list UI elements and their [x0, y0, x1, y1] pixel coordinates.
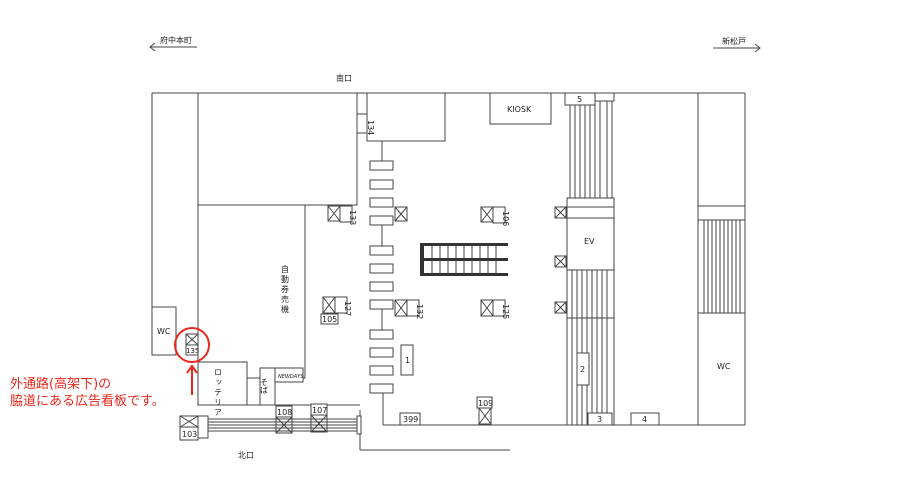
office-block: [366, 92, 446, 142]
x-mark-icon: [322, 296, 336, 314]
ad-105-label: 105: [322, 315, 337, 324]
ad-132[interactable]: [406, 299, 420, 317]
x-mark-icon: [394, 299, 408, 317]
ad-135[interactable]: [185, 344, 199, 356]
ad-108-label: 108: [277, 408, 292, 417]
ad-107-label: 107: [312, 406, 327, 415]
wc-right-label: WC: [717, 362, 731, 371]
fare-gates: [369, 160, 394, 394]
building-block: [197, 92, 358, 206]
lotteria-label: ロッテリア: [214, 368, 223, 418]
ad-134[interactable]: [356, 113, 368, 134]
highlight-circle: [174, 327, 210, 363]
annotation-line-2: 脇道にある広告看板です。: [10, 393, 165, 409]
newdays[interactable]: [274, 367, 304, 383]
soba-label: そば: [260, 378, 269, 394]
x-mark-icon: [394, 206, 408, 222]
kiosk-label: KIOSK: [507, 105, 532, 114]
ad-108[interactable]: [275, 405, 293, 418]
x-mark-icon: [478, 407, 492, 425]
ticket-machine-area: [197, 204, 306, 379]
ad-4-label: 4: [642, 415, 647, 424]
ad-103-label: 103: [182, 430, 197, 439]
ad-2[interactable]: [576, 352, 590, 386]
ad-103[interactable]: [179, 426, 199, 441]
x-mark-icon: [179, 415, 199, 428]
stairs-upper: [569, 101, 613, 198]
stairs-lower: [566, 269, 615, 426]
annotation-line-1: 外通路(高架下)の: [10, 376, 111, 392]
lotteria[interactable]: [197, 361, 248, 406]
x-mark-icon: [554, 255, 567, 268]
ad-399-label: 399: [403, 415, 418, 424]
ad-107[interactable]: [310, 403, 328, 416]
ad-106-label: 106: [501, 211, 510, 226]
x-mark-icon: [327, 205, 341, 222]
ad-135-label: 135: [186, 347, 199, 355]
ad-125[interactable]: [492, 299, 506, 317]
direction-left: 府中本町: [149, 35, 197, 52]
elevator-label: EV: [584, 237, 595, 246]
x-mark-icon: [480, 299, 494, 317]
x-mark-icon: [554, 301, 567, 314]
x-mark-icon: [185, 333, 199, 346]
ad-127[interactable]: [334, 296, 348, 314]
ticket-machines-label: 自動券売機: [281, 264, 290, 315]
newdays-label: NEWDAYS: [278, 374, 304, 380]
ad-133[interactable]: [339, 205, 353, 223]
ad-3[interactable]: [587, 412, 613, 426]
ad-105[interactable]: [320, 313, 339, 325]
x-mark-icon: [554, 206, 567, 219]
stairs-right: [697, 205, 746, 314]
kiosk[interactable]: [489, 92, 552, 125]
ad-3-label: 3: [597, 415, 602, 424]
direction-left-label: 府中本町: [160, 35, 192, 45]
escalators: [420, 243, 508, 276]
x-mark-icon: [480, 206, 494, 223]
ad-134-label: 134: [366, 120, 375, 135]
ad-1[interactable]: [400, 344, 414, 376]
ad-133-label: 133: [348, 210, 357, 225]
corridor-stairs: [208, 415, 362, 435]
ad-5-label: 5: [577, 95, 582, 104]
north-exit-label: 北口: [238, 451, 254, 460]
ad-109-label: 109: [478, 399, 493, 408]
wc-left[interactable]: [151, 306, 177, 356]
ad-109[interactable]: [476, 396, 493, 409]
x-mark-icon: [310, 414, 328, 433]
ad-132-label: 132: [415, 304, 424, 319]
direction-right: 新松戸: [713, 36, 761, 53]
ad-106[interactable]: [492, 206, 506, 224]
ad-4[interactable]: [630, 412, 660, 426]
ad-399[interactable]: [399, 412, 421, 426]
ad-2-label: 2: [580, 365, 585, 374]
ad-127-label: 127: [343, 301, 352, 316]
ad-1-label: 1: [405, 356, 410, 365]
south-exit-label: 南口: [336, 73, 352, 83]
wc-left-label: WC: [157, 327, 171, 336]
ad-125-label: 125: [501, 304, 510, 319]
direction-right-label: 新松戸: [722, 36, 746, 46]
